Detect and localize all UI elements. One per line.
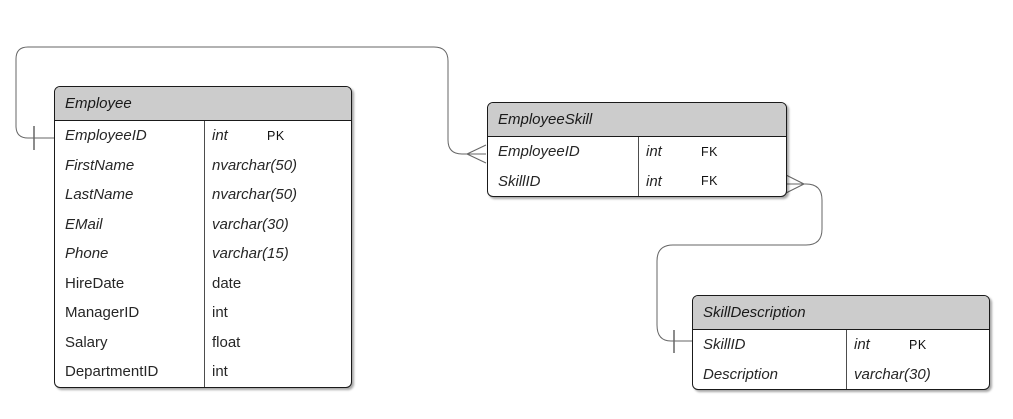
column-name: Description: [703, 365, 779, 383]
column-row[interactable]: ManagerID int: [55, 298, 351, 328]
column-name: ManagerID: [65, 304, 140, 322]
column-name: Salary: [65, 333, 108, 351]
column-name: SkillID: [498, 172, 541, 190]
column-name: LastName: [65, 186, 134, 204]
column-row[interactable]: Salary float: [55, 327, 351, 357]
column-type: varchar(30): [846, 359, 989, 389]
key-badge: FK: [701, 174, 718, 189]
key-badge: PK: [267, 128, 285, 143]
crowfoot-many: [466, 144, 487, 164]
column-type: float: [204, 327, 351, 357]
column-type: date: [204, 268, 351, 298]
column-name: EmployeeID: [498, 143, 580, 161]
column-name: FirstName: [65, 156, 135, 174]
column-type: int: [204, 357, 351, 387]
column-row[interactable]: Description varchar(30): [693, 359, 989, 389]
column-type: nvarchar(50): [204, 150, 351, 180]
column-name: EMail: [65, 215, 103, 233]
relationship-employeeskill-skilldescription[interactable]: [656, 174, 823, 353]
column-name: DepartmentID: [65, 363, 159, 381]
column-type: nvarchar(50): [204, 180, 351, 210]
column-row[interactable]: LastName nvarchar(50): [55, 180, 351, 210]
entity-title[interactable]: SkillDescription: [693, 296, 989, 330]
column-name: Phone: [65, 245, 109, 263]
column-row[interactable]: DepartmentID int: [55, 357, 351, 387]
column-row[interactable]: HireDate date: [55, 268, 351, 298]
column-name: SkillID: [703, 336, 746, 354]
column-row[interactable]: EMail varchar(30): [55, 209, 351, 239]
entity-title[interactable]: EmployeeSkill: [488, 103, 786, 137]
connector-line[interactable]: [656, 183, 823, 342]
column-type: int: [204, 298, 351, 328]
column-row[interactable]: Phone varchar(15): [55, 239, 351, 269]
relationship-employee-employeeskill[interactable]: [15, 46, 487, 164]
column-row[interactable]: FirstName nvarchar(50): [55, 150, 351, 180]
column-type: varchar(15): [204, 239, 351, 269]
key-badge: FK: [701, 144, 718, 159]
entity-title[interactable]: Employee: [55, 87, 351, 121]
column-type: varchar(30): [204, 209, 351, 239]
crowfoot-many: [785, 174, 805, 194]
connector-line[interactable]: [15, 46, 467, 155]
column-name: HireDate: [65, 274, 125, 292]
key-badge: PK: [909, 337, 927, 352]
column-name: EmployeeID: [65, 127, 147, 145]
